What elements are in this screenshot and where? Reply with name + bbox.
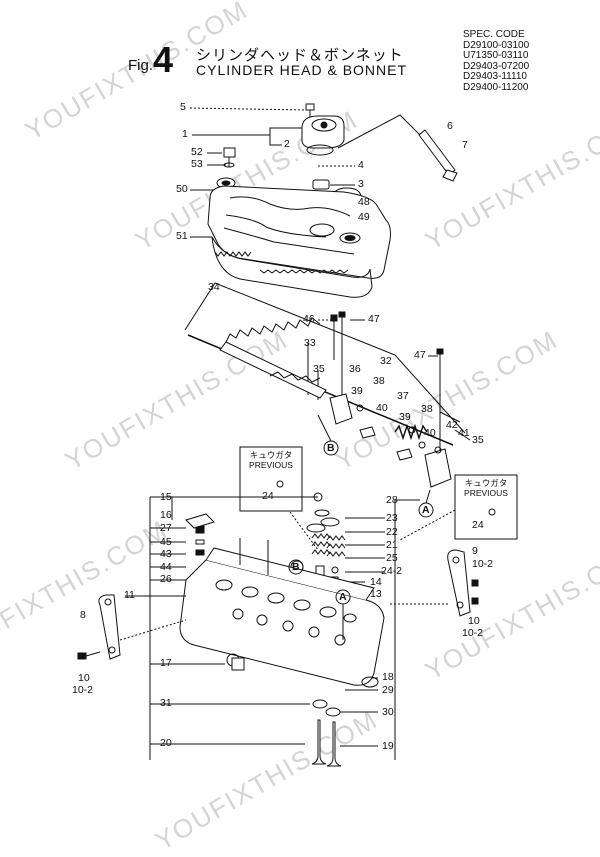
spec-code-item: D29100-03100 bbox=[463, 39, 530, 51]
part-label: 22 bbox=[386, 526, 398, 538]
previous-label-right: キュウガタ PREVIOUS bbox=[457, 478, 515, 498]
part-label: 50 bbox=[176, 183, 188, 195]
part-label: 16 bbox=[160, 509, 172, 521]
part-label: 10 bbox=[468, 615, 480, 627]
spec-code-item: U71350-03110 bbox=[463, 50, 529, 61]
reference-b: B bbox=[292, 561, 300, 573]
part-label: 47 bbox=[368, 313, 380, 325]
part-label: 18 bbox=[382, 671, 394, 683]
part-label: 52 bbox=[191, 146, 203, 158]
part-label: 41 bbox=[458, 427, 470, 439]
previous-label-left: キュウガタ PREVIOUS bbox=[242, 450, 300, 470]
part-label: 6 bbox=[447, 120, 453, 132]
part-label: 34 bbox=[208, 281, 220, 293]
part-label: 39 bbox=[351, 385, 363, 397]
spec-code-block: SPEC. CODE D29100-03100 U71350-03110 D29… bbox=[463, 29, 530, 93]
part-label: 40 bbox=[376, 402, 388, 414]
part-label: 17 bbox=[160, 657, 172, 669]
previous-en: PREVIOUS bbox=[249, 460, 293, 470]
part-label: 45 bbox=[160, 536, 172, 548]
part-label: 35 bbox=[313, 363, 325, 375]
reference-b: B bbox=[327, 442, 335, 454]
previous-box-left bbox=[239, 446, 303, 512]
spec-code-item: D29403-11110 bbox=[463, 71, 527, 82]
part-label: 24 bbox=[472, 519, 484, 531]
part-label: 38 bbox=[421, 403, 433, 415]
part-label: 30 bbox=[382, 706, 394, 718]
valve-train-group bbox=[77, 492, 479, 767]
part-label: 39 bbox=[399, 411, 411, 423]
previous-jp: キュウガタ bbox=[249, 450, 293, 460]
part-label: 29 bbox=[382, 684, 394, 696]
part-label: 3 bbox=[358, 178, 364, 190]
reference-a: A bbox=[339, 591, 347, 603]
title-english: CYLINDER HEAD & BONNET bbox=[196, 62, 408, 78]
part-label: 27 bbox=[160, 522, 172, 534]
part-label: 32 bbox=[380, 355, 392, 367]
part-label: 11 bbox=[124, 589, 135, 601]
part-label: 1 bbox=[182, 128, 188, 140]
spec-code-item: D29400-11200 bbox=[463, 81, 529, 93]
part-label: 24 bbox=[262, 490, 274, 502]
previous-jp: キュウガタ bbox=[464, 478, 508, 488]
title-japanese: シリンダヘッド＆ボンネット bbox=[196, 47, 404, 64]
part-label: 48 bbox=[358, 196, 370, 208]
spec-code-item: D29403-07200 bbox=[463, 60, 530, 72]
part-label: 4 bbox=[358, 159, 364, 171]
part-label: 53 bbox=[191, 158, 203, 170]
part-label: 5 bbox=[180, 101, 186, 113]
part-label: 43 bbox=[160, 548, 172, 560]
figure-number: 4 bbox=[153, 39, 174, 80]
exploded-view-drawing bbox=[77, 103, 518, 767]
part-label: 44 bbox=[160, 561, 172, 573]
part-label: 37 bbox=[397, 390, 409, 402]
part-label: 9 bbox=[472, 545, 478, 557]
part-label: 8 bbox=[80, 609, 86, 621]
part-label: 23 bbox=[386, 512, 398, 524]
part-label: 33 bbox=[304, 337, 316, 349]
part-label: 26 bbox=[160, 573, 172, 585]
bonnet-group bbox=[189, 103, 458, 298]
previous-box-right bbox=[454, 474, 518, 540]
part-label: 10-2 bbox=[472, 558, 494, 570]
part-label: 20 bbox=[160, 737, 172, 749]
reference-a: A bbox=[422, 504, 430, 516]
part-label: 49 bbox=[358, 211, 370, 223]
part-label: 2 bbox=[284, 138, 290, 150]
figure-prefix: Fig. bbox=[128, 57, 154, 74]
part-label: 35 bbox=[472, 434, 484, 446]
part-label: 7 bbox=[462, 139, 468, 151]
part-label: 10-2 bbox=[462, 627, 484, 639]
previous-en: PREVIOUS bbox=[464, 488, 508, 498]
part-label: 25 bbox=[386, 552, 398, 564]
part-label: 21 bbox=[386, 539, 398, 551]
part-label: 46 bbox=[303, 313, 315, 325]
part-label: 36 bbox=[349, 363, 361, 375]
part-label: 15 bbox=[160, 491, 172, 503]
part-label: 40 bbox=[424, 427, 436, 439]
part-label: 28 bbox=[386, 494, 398, 506]
part-label: 51 bbox=[176, 230, 188, 242]
part-label: 10-2 bbox=[72, 684, 94, 696]
part-label: 13 bbox=[370, 588, 382, 600]
part-label: 19 bbox=[382, 740, 394, 752]
part-label: 31 bbox=[160, 697, 172, 709]
spec-code-heading: SPEC. CODE bbox=[463, 29, 525, 40]
part-label: 14 bbox=[370, 576, 382, 588]
part-label: 10 bbox=[78, 672, 90, 684]
part-label: 24-2 bbox=[381, 565, 403, 577]
part-label: 42 bbox=[446, 419, 458, 431]
rocker-arm-group bbox=[184, 282, 471, 518]
part-label: 38 bbox=[373, 375, 385, 387]
part-label: 47 bbox=[414, 349, 426, 361]
